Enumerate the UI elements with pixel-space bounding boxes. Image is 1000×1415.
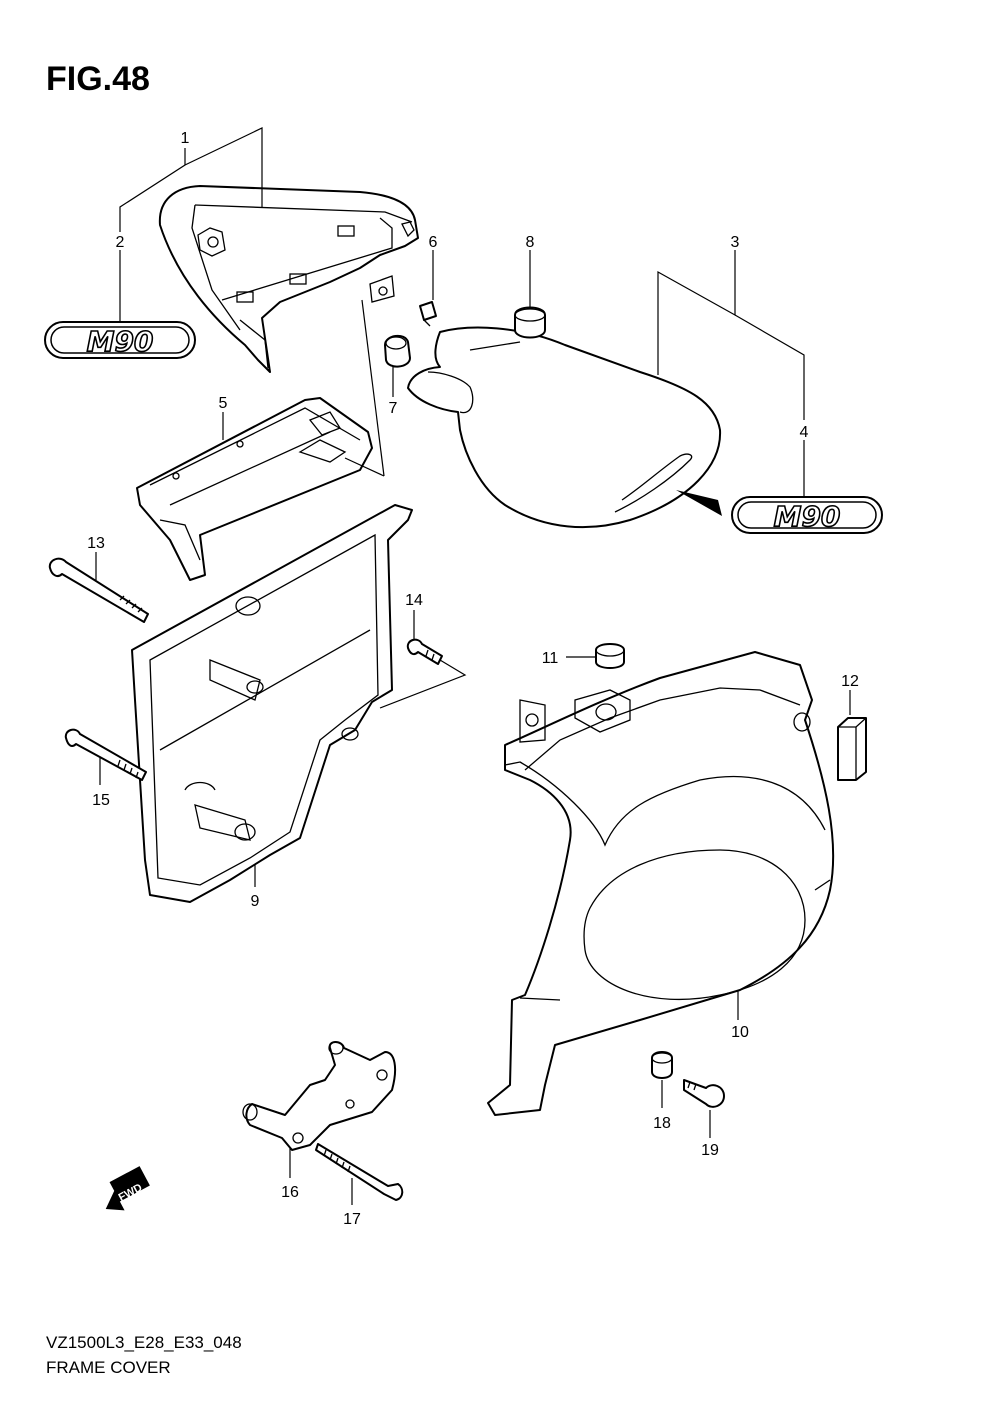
emblem-logo-text-right: M90 bbox=[774, 500, 841, 533]
callout-12: 12 bbox=[841, 673, 859, 690]
part-8-cushion[interactable] bbox=[514, 306, 546, 339]
callout-9: 9 bbox=[251, 893, 260, 910]
callout-19: 19 bbox=[701, 1142, 719, 1159]
part-18-grommet[interactable] bbox=[651, 1051, 673, 1079]
callout-14: 14 bbox=[405, 592, 423, 609]
callout-6: 6 bbox=[429, 234, 438, 251]
callout-7: 7 bbox=[389, 400, 398, 417]
callout-18: 18 bbox=[653, 1115, 671, 1132]
part-6-screw[interactable] bbox=[419, 301, 437, 327]
part-16-mount-bracket[interactable] bbox=[242, 1041, 397, 1151]
part-17-bolt[interactable] bbox=[315, 1143, 404, 1201]
callout-3: 3 bbox=[731, 234, 740, 251]
part-5-bracket[interactable] bbox=[136, 397, 373, 581]
section-name: FRAME COVER bbox=[46, 1358, 171, 1377]
part-12-pad[interactable] bbox=[837, 717, 867, 781]
callout-numbers: 1 2 3 4 5 6 7 8 9 10 11 12 13 14 15 16 1… bbox=[87, 130, 859, 1228]
callout-5: 5 bbox=[219, 395, 228, 412]
part-7-grommet[interactable] bbox=[384, 334, 411, 368]
callout-10: 10 bbox=[731, 1024, 749, 1041]
part-4-emblem[interactable]: M90 bbox=[676, 490, 883, 534]
callout-15: 15 bbox=[92, 792, 110, 809]
part-1-upper-frame-cover[interactable] bbox=[158, 185, 419, 373]
part-11-cushion[interactable] bbox=[595, 643, 625, 669]
callout-16: 16 bbox=[281, 1184, 299, 1201]
part-14-bolt[interactable] bbox=[406, 638, 443, 665]
model-code: VZ1500L3_E28_E33_048 bbox=[46, 1333, 242, 1352]
callout-13: 13 bbox=[87, 535, 105, 552]
leader-lines bbox=[95, 127, 851, 1205]
part-13-bolt[interactable] bbox=[48, 557, 149, 623]
part-2-emblem[interactable]: M90 bbox=[44, 321, 196, 359]
callout-1: 1 bbox=[181, 130, 190, 147]
part-9-frame-panel[interactable] bbox=[131, 504, 413, 903]
callout-11: 11 bbox=[542, 650, 559, 667]
part-10-lower-cover[interactable] bbox=[487, 651, 835, 1116]
emblem-logo-text-left: M90 bbox=[87, 325, 154, 358]
part-15-bolt[interactable] bbox=[64, 728, 147, 781]
part-3-side-cover[interactable] bbox=[407, 326, 722, 529]
callout-4: 4 bbox=[800, 424, 809, 441]
fwd-arrow-icon: FWD bbox=[105, 1166, 150, 1211]
figure-title: FIG.48 bbox=[46, 60, 150, 98]
callout-17: 17 bbox=[343, 1211, 361, 1228]
part-19-screw[interactable] bbox=[683, 1079, 725, 1108]
callout-8: 8 bbox=[526, 234, 535, 251]
callout-2: 2 bbox=[116, 234, 125, 251]
